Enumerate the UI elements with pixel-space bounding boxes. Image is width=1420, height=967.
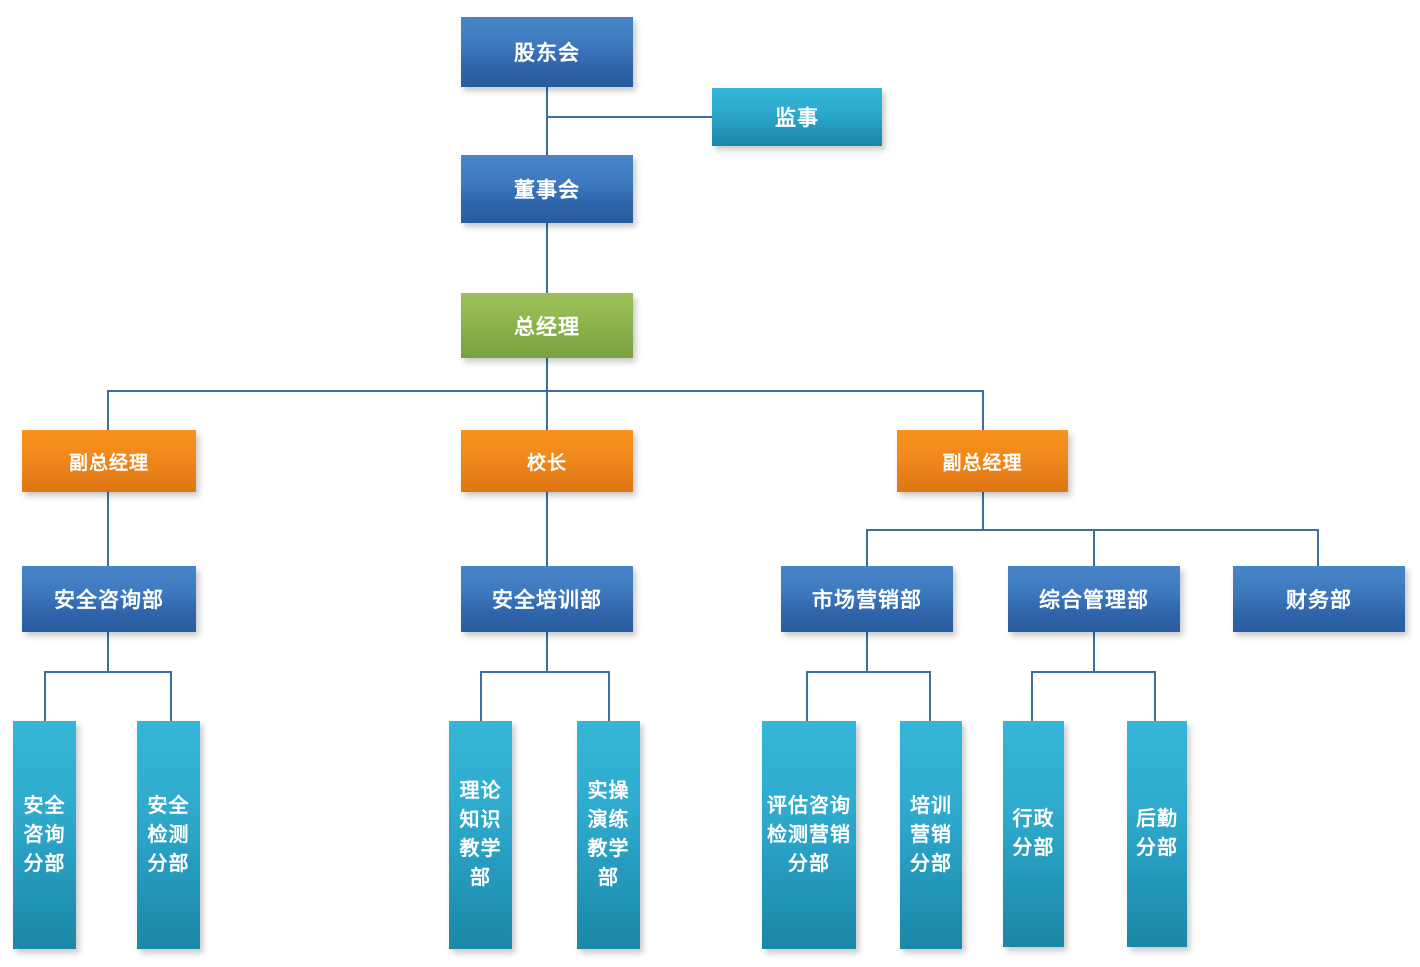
node-theory-teaching-dept[interactable]: 理论知识教学部 <box>449 721 512 949</box>
node-logistics-branch[interactable]: 后勤分部 <box>1127 721 1187 947</box>
connector-to-administration-branch <box>1031 671 1033 721</box>
connector-to-finance <box>1317 529 1319 567</box>
node-supervisor[interactable]: 监事 <box>712 88 882 146</box>
connector-general-admin-stem <box>1093 632 1095 673</box>
node-label: 校长 <box>526 452 567 474</box>
node-general-manager[interactable]: 总经理 <box>461 293 633 358</box>
node-label: 安全咨询部 <box>54 589 164 612</box>
node-label: 行政分部 <box>1012 808 1055 859</box>
node-practical-teaching-dept[interactable]: 实操演练教学部 <box>577 721 640 949</box>
connector-training-stem <box>546 632 548 673</box>
connector-vice-right-stem <box>982 492 984 530</box>
connector-gm-stem <box>546 358 548 431</box>
node-label: 市场营销部 <box>812 589 922 612</box>
connector-gm-to-vice-right <box>982 390 984 431</box>
node-finance-dept[interactable]: 财务部 <box>1233 566 1405 632</box>
connector-to-practical-dept <box>608 671 610 721</box>
node-label: 培训营销分部 <box>910 794 952 875</box>
connector-marketing-stem <box>866 632 868 673</box>
node-marketing-dept[interactable]: 市场营销部 <box>781 566 953 632</box>
node-label: 安全检测分部 <box>147 794 190 875</box>
connector-gm-to-vice-left <box>107 390 109 431</box>
node-label: 财务部 <box>1286 589 1352 612</box>
connector-marketing-bus <box>806 671 931 673</box>
connector-to-consulting-branch <box>44 671 46 721</box>
node-assessment-branch[interactable]: 评估咨询检测营销分部 <box>762 721 856 949</box>
connector-to-logistics-branch <box>1154 671 1156 721</box>
connector-to-training-marketing-branch <box>929 671 931 721</box>
node-training-marketing-branch[interactable]: 培训营销分部 <box>900 721 962 949</box>
connector-vice-right-bus <box>866 529 1318 531</box>
node-safety-training-dept[interactable]: 安全培训部 <box>461 566 633 632</box>
node-label: 后勤分部 <box>1136 808 1178 859</box>
node-label: 副总经理 <box>942 452 1023 474</box>
node-principal[interactable]: 校长 <box>461 430 633 492</box>
node-label: 副总经理 <box>68 452 149 474</box>
node-label: 股东会 <box>514 42 580 65</box>
connector-vice-left-to-consulting <box>107 492 109 567</box>
node-label: 评估咨询检测营销分部 <box>767 794 851 875</box>
connector-consulting-stem <box>107 632 109 673</box>
node-label: 安全培训部 <box>492 589 602 612</box>
node-label: 综合管理部 <box>1039 589 1149 612</box>
connector-to-theory-dept <box>480 671 482 721</box>
node-label: 总经理 <box>514 315 580 339</box>
node-label: 安全咨询分部 <box>23 794 66 875</box>
connector-to-assessment-branch <box>806 671 808 721</box>
connector-training-bus <box>480 671 609 673</box>
node-administration-branch[interactable]: 行政分部 <box>1003 721 1064 947</box>
connector-board-to-gm <box>546 223 548 294</box>
node-shareholders-meeting[interactable]: 股东会 <box>461 17 633 87</box>
node-label: 董事会 <box>514 179 580 202</box>
node-label: 监事 <box>775 107 819 130</box>
node-safety-consulting-dept[interactable]: 安全咨询部 <box>22 566 196 632</box>
connector-general-admin-bus <box>1031 671 1156 673</box>
node-safety-consulting-branch[interactable]: 安全咨询分部 <box>13 721 76 949</box>
node-label: 理论知识教学部 <box>459 780 502 889</box>
connector-consulting-bus <box>44 671 172 673</box>
node-vice-general-manager-right[interactable]: 副总经理 <box>897 430 1068 492</box>
connector-to-general-admin <box>1093 529 1095 567</box>
connector-gm-bus <box>107 390 984 392</box>
node-general-admin-dept[interactable]: 综合管理部 <box>1008 566 1180 632</box>
node-label: 实操演练教学部 <box>587 780 630 889</box>
connector-to-marketing <box>866 529 868 567</box>
connector-principal-to-training <box>546 492 548 567</box>
node-safety-inspection-branch[interactable]: 安全检测分部 <box>137 721 200 949</box>
connector-to-inspection-branch <box>170 671 172 721</box>
node-vice-general-manager-left[interactable]: 副总经理 <box>22 430 196 492</box>
connector-shareholders-to-supervisor <box>546 116 713 118</box>
connector-shareholders-to-board <box>546 87 548 157</box>
node-board-of-directors[interactable]: 董事会 <box>461 155 633 223</box>
